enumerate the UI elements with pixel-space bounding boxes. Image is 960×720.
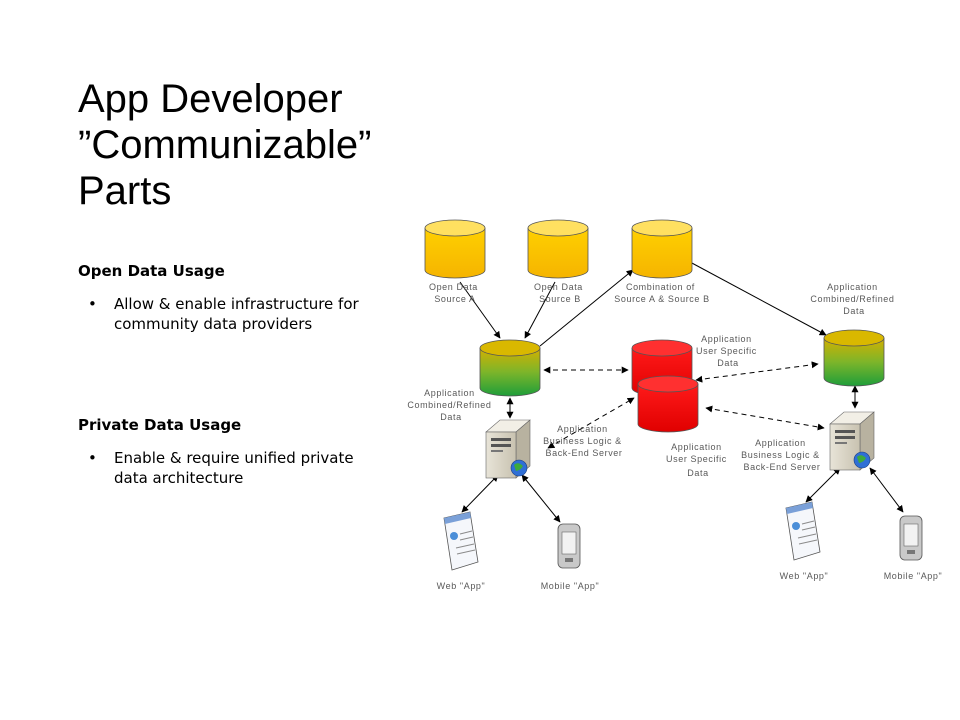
arrow-server-mobile-left (521, 474, 561, 523)
label-server-left: Application Business Logic & Back-End Se… (543, 424, 625, 458)
database-combination (631, 219, 693, 279)
database-app-combined-left (479, 339, 541, 397)
label-web-app-right: Web "App" (780, 571, 829, 581)
dashed-user-server-right (705, 405, 825, 431)
open-data-bullet-text: Allow & enable infrastructure for commun… (114, 295, 359, 333)
database-app-combined-right (823, 329, 885, 387)
label-open-b: Open Data Source B (534, 282, 586, 304)
web-browser-icon-right (785, 501, 821, 561)
connectors (459, 261, 904, 523)
arrow-b-to-app (524, 281, 556, 339)
label-app-combined-right: Application Combined/Refined Data (810, 282, 897, 316)
label-mobile-app-left: Mobile "App" (541, 581, 600, 591)
label-combination: Combination of Source A & Source B (614, 282, 709, 304)
database-user-specific-bottom (637, 375, 699, 433)
private-data-heading: Private Data Usage (78, 416, 242, 434)
label-app-combined-left: Application Combined/Refined Data (407, 388, 494, 422)
arrow-server-web-right (805, 467, 841, 503)
private-data-bullet: • Enable & require unified private data a… (78, 448, 378, 488)
bullet-icon: • (88, 295, 97, 313)
label-server-right: Application Business Logic & Back-End Se… (741, 438, 823, 472)
label-user-specific-top: Application User Specific Data (696, 334, 760, 368)
dashed-user-app-right (695, 361, 819, 383)
web-browser-icon-left (443, 511, 479, 571)
bullet-icon: • (88, 449, 97, 467)
server-icon-right (829, 411, 875, 471)
open-data-heading: Open Data Usage (78, 262, 225, 280)
arrow-server-web-left (461, 474, 499, 513)
mobile-phone-icon-left (557, 523, 581, 569)
database-open-b (527, 219, 589, 279)
arrow-app-to-combo (539, 269, 634, 347)
open-data-section: Open Data Usage • Allow & enable infrastr… (78, 262, 378, 334)
server-icon-left (485, 419, 531, 479)
database-open-a (424, 219, 486, 279)
label-mobile-app-right: Mobile "App" (884, 571, 943, 581)
arrow-a-to-app (459, 281, 501, 339)
open-data-bullet: • Allow & enable infrastructure for commu… (78, 294, 378, 334)
mobile-phone-icon-right (899, 515, 923, 561)
arrow-server-mobile-right (869, 467, 904, 513)
label-web-app-left: Web "App" (437, 581, 486, 591)
private-data-section: Private Data Usage • Enable & require uni… (78, 416, 378, 488)
label-open-a: Open Data Source A (429, 282, 481, 304)
page-title: App Developer ”Communizable” Parts (78, 77, 372, 213)
label-user-specific-bottom: Application User Specific Data (666, 442, 730, 478)
private-data-bullet-text: Enable & require unified private data ar… (114, 449, 354, 487)
dashed-server-user-left (547, 397, 635, 449)
arrow-combo-to-right-app (689, 261, 827, 336)
